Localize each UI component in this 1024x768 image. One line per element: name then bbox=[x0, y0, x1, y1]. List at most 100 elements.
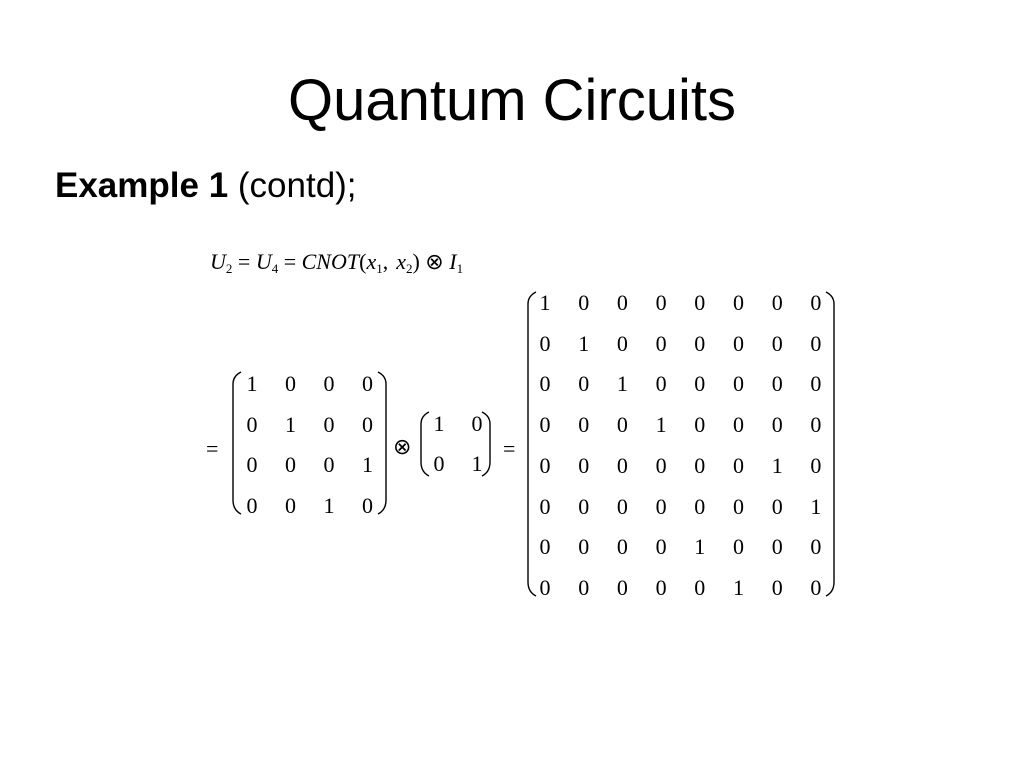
result-matrix-cell: 0 bbox=[655, 290, 667, 315]
result-matrix-cell: 0 bbox=[733, 493, 744, 519]
cnot-matrix-cell: 0 bbox=[323, 371, 335, 396]
cnot-matrix-cell: 1 bbox=[285, 411, 296, 437]
result-matrix-cell: 0 bbox=[810, 290, 822, 315]
result-matrix-cell: 0 bbox=[616, 330, 628, 356]
equals-sign-right: = bbox=[503, 436, 516, 461]
result-matrix-cell: 1 bbox=[771, 452, 783, 478]
identity-matrix-right-bracket bbox=[481, 411, 491, 477]
equals-sign-2: = bbox=[283, 249, 297, 274]
result-matrix-cell: 0 bbox=[733, 452, 744, 478]
cnot-matrix-cell: 0 bbox=[246, 492, 258, 518]
result-matrix-cell: 0 bbox=[578, 452, 590, 478]
result-matrix-cell: 0 bbox=[539, 371, 551, 397]
result-matrix-cell: 0 bbox=[771, 493, 783, 519]
result-matrix-cell: 0 bbox=[733, 412, 744, 438]
result-matrix-cell: 0 bbox=[771, 371, 783, 397]
result-matrix-cell: 0 bbox=[578, 493, 590, 519]
cnot-matrix-cell: 0 bbox=[246, 411, 258, 437]
identity-matrix-cell: 1 bbox=[433, 411, 445, 436]
result-matrix-cell: 0 bbox=[578, 534, 590, 560]
identity-matrix-cell: 1 bbox=[471, 451, 483, 476]
result-matrix-cell: 0 bbox=[810, 330, 822, 356]
result-matrix-cell: 0 bbox=[771, 574, 783, 600]
slide-title: Quantum Circuits bbox=[287, 68, 737, 133]
cnot-matrix-cell: 0 bbox=[362, 411, 373, 437]
result-matrix-cell: 0 bbox=[810, 452, 822, 478]
result-matrix-cell: 1 bbox=[694, 534, 706, 560]
result-matrix-cell: 0 bbox=[616, 534, 628, 560]
cnot-matrix-cell: 0 bbox=[285, 492, 296, 518]
cnot-matrix-cell: 0 bbox=[362, 492, 373, 518]
cnot-matrix-cell: 1 bbox=[362, 452, 373, 477]
result-matrix-cell: 0 bbox=[578, 574, 590, 600]
u4-symbol: U bbox=[255, 249, 272, 274]
result-matrix-cell: 0 bbox=[733, 330, 744, 356]
cnot-matrix-cell: 1 bbox=[246, 371, 258, 396]
result-matrix-cell: 0 bbox=[539, 452, 551, 478]
identity-matrix-left-bracket bbox=[420, 411, 430, 477]
result-matrix-cell: 0 bbox=[694, 371, 706, 397]
result-matrix-cell: 0 bbox=[578, 412, 590, 438]
result-matrix-cell: 0 bbox=[694, 290, 706, 315]
result-matrix-cell: 0 bbox=[810, 534, 822, 560]
cnot-matrix-cell: 0 bbox=[285, 371, 296, 396]
result-matrix-cell: 0 bbox=[733, 371, 744, 397]
equals-sign-1: = bbox=[237, 249, 251, 274]
result-matrix-cell: 0 bbox=[655, 534, 667, 560]
result-matrix-right-bracket bbox=[825, 291, 835, 597]
result-matrix-cell: 1 bbox=[810, 493, 822, 519]
x1-symbol: x bbox=[366, 249, 377, 274]
cnot-matrix-cell: 0 bbox=[362, 371, 373, 396]
result-matrix-cell: 0 bbox=[694, 574, 706, 600]
result-matrix-cell: 0 bbox=[810, 412, 822, 438]
subtitle-bold: Example 1 bbox=[55, 166, 229, 205]
result-matrix-cell: 0 bbox=[539, 412, 551, 438]
subtitle-rest: (contd); bbox=[228, 166, 357, 205]
result-matrix-cell: 0 bbox=[655, 493, 667, 519]
result-matrix-cell: 1 bbox=[733, 574, 744, 600]
cnot-matrix-cell: 0 bbox=[246, 452, 258, 477]
result-matrix-cell: 0 bbox=[616, 452, 628, 478]
result-matrix-cell: 0 bbox=[655, 574, 667, 600]
tensor-product-icon: ⊗ bbox=[393, 434, 412, 459]
cnot-matrix-right-bracket bbox=[377, 371, 387, 515]
result-matrix-cell: 0 bbox=[771, 290, 783, 315]
tensor-product-icon: ⊗ bbox=[425, 249, 444, 274]
result-matrix-cell: 1 bbox=[539, 290, 551, 315]
equation-definition: U2 = U4 = CNOT(x1,x2) ⊗ I1 bbox=[210, 249, 464, 276]
u2-symbol: U bbox=[210, 249, 226, 274]
result-matrix-cell: 0 bbox=[733, 290, 744, 315]
identity-matrix-cell: 0 bbox=[433, 451, 445, 476]
result-matrix-cell: 0 bbox=[539, 493, 551, 519]
result-matrix-cell: 1 bbox=[655, 412, 667, 438]
result-matrix-cell: 0 bbox=[733, 534, 744, 560]
cnot-matrix-left-bracket bbox=[232, 371, 242, 515]
result-matrix-cell: 1 bbox=[616, 371, 628, 397]
result-matrix-cell: 0 bbox=[616, 412, 628, 438]
x2-symbol: x bbox=[396, 249, 406, 274]
slide-subtitle: Example 1 (contd); bbox=[55, 166, 357, 206]
result-matrix-cell: 0 bbox=[810, 574, 822, 600]
identity-matrix-cell: 0 bbox=[471, 411, 483, 436]
result-matrix-cell: 0 bbox=[539, 574, 551, 600]
cnot-operator: CNOT bbox=[301, 249, 360, 274]
result-matrix-left-bracket bbox=[527, 291, 537, 597]
cnot-matrix-cell: 0 bbox=[285, 452, 296, 477]
result-matrix-cell: 0 bbox=[771, 412, 783, 438]
result-matrix-cell: 0 bbox=[694, 412, 706, 438]
result-matrix-cell: 0 bbox=[655, 330, 667, 356]
result-matrix-cell: 0 bbox=[694, 452, 706, 478]
result-matrix-cell: 0 bbox=[578, 290, 590, 315]
cnot-matrix-cell: 0 bbox=[323, 452, 335, 477]
equals-sign-left: = bbox=[206, 436, 219, 461]
result-matrix-cell: 0 bbox=[539, 330, 551, 356]
cnot-matrix-cell: 0 bbox=[323, 411, 335, 437]
result-matrix-cell: 0 bbox=[655, 371, 667, 397]
result-matrix-cell: 0 bbox=[771, 330, 783, 356]
result-matrix-cell: 0 bbox=[655, 452, 667, 478]
result-matrix-cell: 0 bbox=[810, 371, 822, 397]
result-matrix-cell: 0 bbox=[539, 534, 551, 560]
result-matrix-cell: 1 bbox=[578, 330, 590, 356]
result-matrix-cell: 0 bbox=[578, 371, 590, 397]
